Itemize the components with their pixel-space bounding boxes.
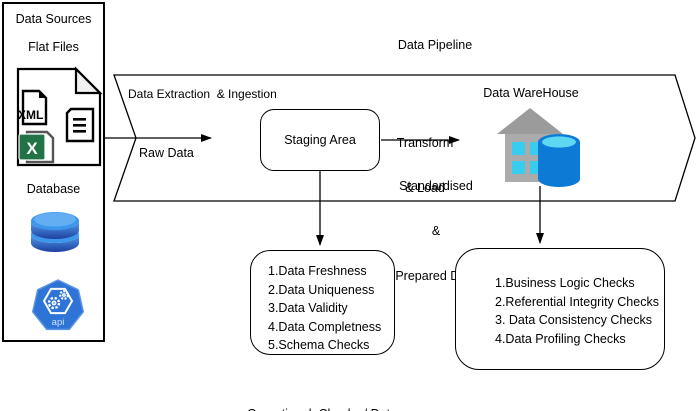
check-item: 2.Referential Integrity Checks bbox=[495, 294, 659, 309]
document-icon bbox=[65, 107, 95, 143]
domain-checks-box: 1.Business Logic Checks 2.Referential In… bbox=[455, 248, 665, 370]
operational-checks-box: 1.Data Freshness 2.Data Uniqueness 3.Dat… bbox=[250, 250, 395, 355]
domain-checks-caption: Domain Specific Checks bbox=[480, 381, 600, 411]
svg-text:X: X bbox=[26, 139, 38, 158]
xml-icon-label: XML bbox=[18, 108, 43, 122]
file-fold-icon bbox=[74, 66, 103, 95]
flat-files-label: Flat Files bbox=[28, 40, 79, 54]
excel-file-icon: X bbox=[18, 130, 55, 164]
operational-checks-caption: Operational Checks / Data Observability … bbox=[237, 374, 407, 411]
flat-files-icon: XML X bbox=[16, 66, 103, 167]
api-icon-label: api bbox=[52, 317, 65, 328]
data-sources-box: Data Sources Flat Files XML bbox=[2, 2, 105, 342]
staging-area-node: Staging Area bbox=[260, 109, 380, 171]
api-gears-icon bbox=[47, 290, 69, 310]
raw-data-label: Raw Data bbox=[139, 146, 194, 160]
data-sources-title: Data Sources bbox=[15, 12, 92, 26]
check-item: 3.Data Validity bbox=[268, 301, 348, 315]
staging-area-label: Staging Area bbox=[284, 132, 356, 147]
check-item: 4.Data Profiling Checks bbox=[495, 331, 626, 346]
diagram-title: Data Pipeline bbox=[397, 38, 473, 52]
api-icon: api bbox=[31, 279, 85, 331]
database-label: Database bbox=[26, 182, 81, 196]
check-item: 2.Data Uniqueness bbox=[268, 282, 375, 297]
warehouse-database-icon bbox=[538, 134, 580, 187]
data-warehouse-icon bbox=[497, 108, 580, 187]
check-item: 4.Data Completness bbox=[268, 319, 382, 334]
data-warehouse-label: Data WareHouse bbox=[483, 86, 579, 100]
check-item: 1.Business Logic Checks bbox=[495, 276, 635, 290]
check-item: 3. Data Consistency Checks bbox=[495, 313, 653, 327]
extraction-ingestion-label: Data Extraction & Ingestion bbox=[128, 87, 277, 101]
check-item: 1.Data Freshness bbox=[268, 264, 367, 278]
xml-file-icon: XML bbox=[18, 89, 48, 126]
check-item: 5.Schema Checks bbox=[268, 338, 370, 352]
transform-load-label: Transform & Load bbox=[396, 136, 454, 195]
database-icon bbox=[31, 212, 79, 252]
